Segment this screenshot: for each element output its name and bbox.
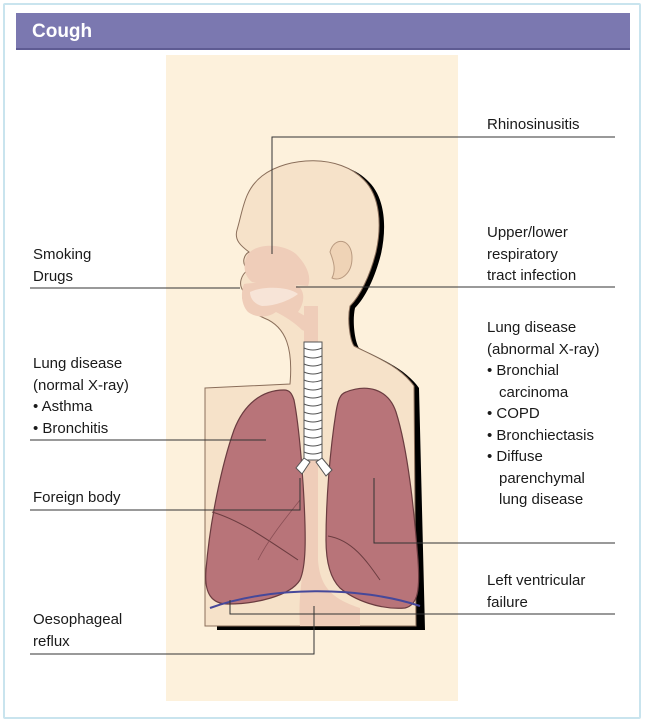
leader-lvf <box>229 600 615 615</box>
trachea-rings <box>303 347 323 455</box>
left-lung-fissure <box>327 535 381 581</box>
label-reflux: Oesophageal reflux <box>33 609 122 652</box>
figure-border <box>3 3 641 719</box>
label-line: • Bronchitis <box>33 419 109 437</box>
label-line: Oesophageal <box>33 611 123 628</box>
tongue <box>250 287 298 306</box>
label-line: • Asthma <box>33 398 93 415</box>
nasal-cavity <box>244 245 310 286</box>
label-line: failure <box>487 593 528 611</box>
leader-rhinosinusitis <box>271 136 615 254</box>
label-line: parenchymal <box>499 469 585 487</box>
label-line: Left ventricular <box>487 572 586 589</box>
label-line: Rhinosinusitis <box>487 116 580 133</box>
label-line: tract infection <box>487 267 577 284</box>
label-line: Upper/lower <box>487 224 568 241</box>
label-line: Lung disease <box>487 319 577 336</box>
label-line: respiratory <box>487 245 558 263</box>
label-rhinosinusitis: Rhinosinusitis <box>487 114 580 136</box>
right-lung-fissure <box>211 511 299 561</box>
figure-title: Cough <box>32 21 93 42</box>
right-lung-lobe-line <box>257 499 301 561</box>
leader-foreign-body <box>30 478 301 511</box>
leader-reflux <box>30 606 315 655</box>
label-lvf: Left ventricular failure <box>487 570 585 613</box>
left-lung <box>325 387 420 609</box>
label-line: Lung disease <box>33 355 123 372</box>
label-line: (abnormal X-ray) <box>487 340 600 358</box>
trachea <box>303 341 323 461</box>
label-line: • Diffuse <box>487 448 543 465</box>
left-main-bronchus <box>315 457 333 477</box>
label-lung-normal: Lung disease (normal X-ray) • Asthma • B… <box>33 353 129 439</box>
label-foreign-body: Foreign body <box>33 487 121 509</box>
label-smoking-drugs: Smoking Drugs <box>33 244 91 287</box>
label-urti: Upper/lower respiratory tract infection <box>487 222 576 287</box>
label-line: Drugs <box>33 267 74 285</box>
ear <box>329 241 353 280</box>
label-line: lung disease <box>499 491 584 508</box>
label-line: Foreign body <box>33 489 121 506</box>
right-main-bronchus <box>295 457 311 475</box>
leader-lung-abnormal <box>373 478 615 544</box>
label-line: Smoking <box>33 246 92 263</box>
label-line: reflux <box>33 632 70 650</box>
label-line: • COPD <box>487 405 540 422</box>
label-line: • Bronchial <box>487 362 559 379</box>
right-lung <box>205 389 306 605</box>
diaphragm <box>209 590 421 609</box>
label-lung-abnormal: Lung disease (abnormal X-ray) • Bronchia… <box>487 317 600 511</box>
label-line: (normal X-ray) <box>33 376 129 394</box>
title-bar: Cough <box>16 13 630 50</box>
label-line: • Bronchiectasis <box>487 426 594 444</box>
label-line: carcinoma <box>499 383 569 401</box>
